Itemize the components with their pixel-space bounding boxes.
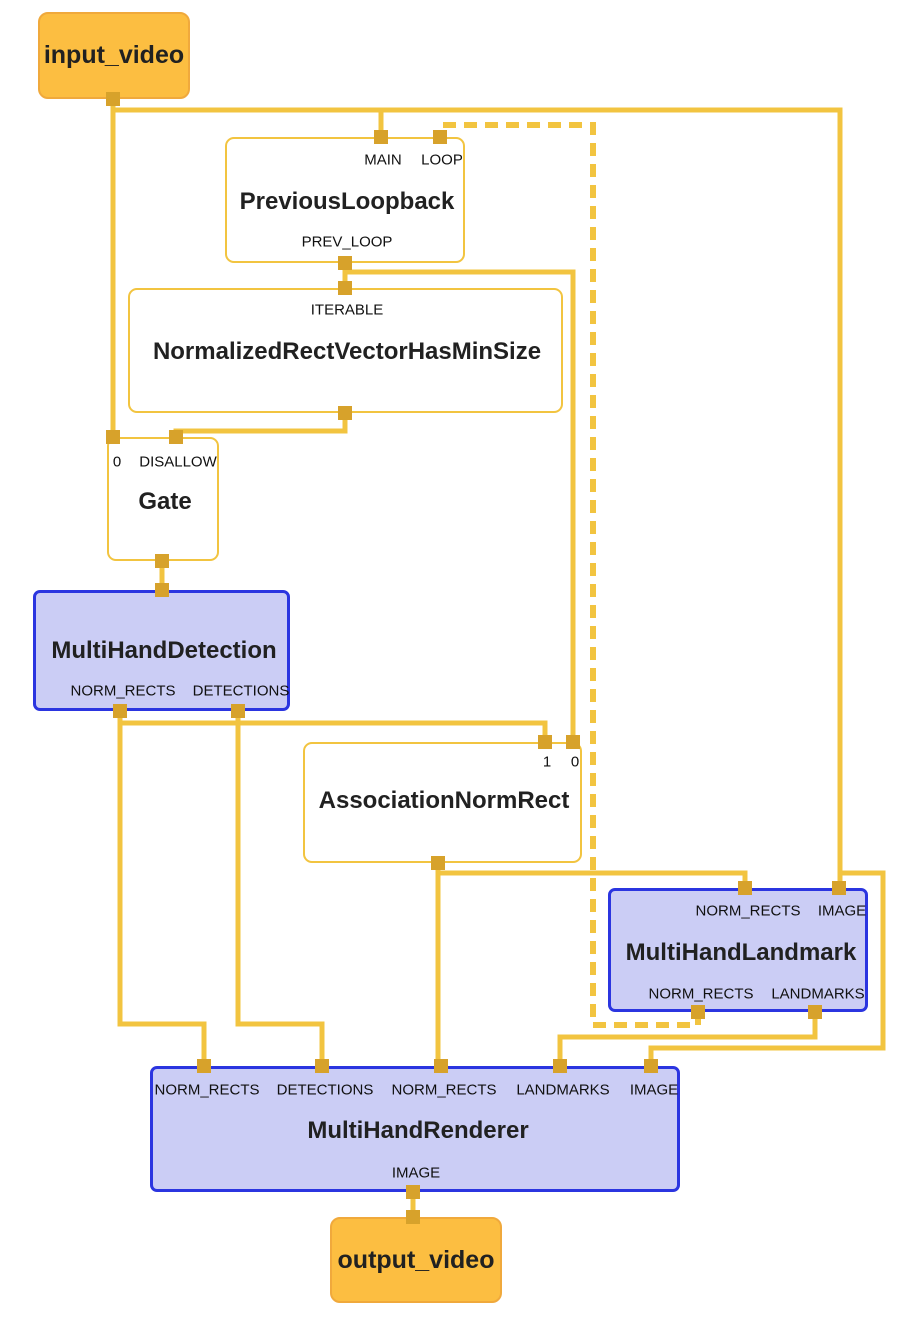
node-title-gate: Gate <box>138 488 192 515</box>
node-title-multi-hand-detection: MultiHandDetection <box>51 637 277 664</box>
node-output-video[interactable]: output_video <box>330 1217 502 1303</box>
port-association-1 <box>538 735 552 749</box>
port-label-landmark-image-in: IMAGE <box>817 902 867 920</box>
port-output-video-in <box>406 1210 420 1224</box>
node-gate[interactable]: 0 DISALLOW Gate <box>107 437 219 561</box>
node-previous-loopback[interactable]: MAIN LOOP PreviousLoopback PREV_LOOP <box>225 137 465 263</box>
port-loop <box>433 130 447 144</box>
port-label-renderer-detections: DETECTIONS <box>276 1081 374 1099</box>
port-landmark-norm-rects-out <box>691 1005 705 1019</box>
port-label-renderer-norm-rects-1: NORM_RECTS <box>154 1081 260 1099</box>
edge-minsize-to-disallow <box>173 413 348 437</box>
edge-detection-normrects-to-renderer <box>117 711 207 1066</box>
output-video-label: output_video <box>337 1245 495 1274</box>
port-landmark-image-in <box>832 881 846 895</box>
port-label-renderer-image-in: IMAGE <box>629 1081 679 1099</box>
port-gate-0 <box>106 430 120 444</box>
edge-landmark-landmarks-to-renderer <box>557 1012 818 1066</box>
port-renderer-landmarks <box>553 1059 567 1073</box>
port-label-landmark-landmarks-out: LANDMARKS <box>771 985 865 1003</box>
port-renderer-norm-rects-1 <box>197 1059 211 1073</box>
node-title-multi-hand-landmark: MultiHandLandmark <box>625 939 857 966</box>
port-gate-disallow <box>169 430 183 444</box>
edge-detection-normrects-to-association-1 <box>120 720 548 742</box>
port-label-loop: LOOP <box>421 151 463 169</box>
port-gate-out <box>155 554 169 568</box>
port-landmark-norm-rects-in <box>738 881 752 895</box>
port-renderer-norm-rects-2 <box>434 1059 448 1073</box>
port-renderer-detections <box>315 1059 329 1073</box>
port-iterable <box>338 281 352 295</box>
port-label-landmark-norm-rects-in: NORM_RECTS <box>695 902 801 920</box>
port-main <box>374 130 388 144</box>
edge-prev-loop-to-association-0 <box>345 269 576 742</box>
port-label-association-1: 1 <box>542 753 552 771</box>
node-title-previous-loopback: PreviousLoopback <box>239 188 455 215</box>
port-label-iterable: ITERABLE <box>310 301 384 319</box>
port-minsize-out <box>338 406 352 420</box>
port-label-gate-0: 0 <box>112 453 122 471</box>
port-association-0 <box>566 735 580 749</box>
port-label-landmark-norm-rects-out: NORM_RECTS <box>648 985 754 1003</box>
input-video-label: input_video <box>43 41 185 69</box>
port-renderer-image-out <box>406 1185 420 1199</box>
port-detection-in <box>155 583 169 597</box>
port-label-prev-loop: PREV_LOOP <box>301 233 393 251</box>
node-title-association-norm-rect: AssociationNormRect <box>318 787 570 814</box>
port-prev-loop <box>338 256 352 270</box>
edge-detection-detections-to-renderer <box>235 711 325 1066</box>
port-detection-detections-out <box>231 704 245 718</box>
node-title-multi-hand-renderer: MultiHandRenderer <box>307 1117 529 1144</box>
port-detection-norm-rects-out <box>113 704 127 718</box>
port-renderer-image-in <box>644 1059 658 1073</box>
node-input-video[interactable]: input_video <box>38 12 190 99</box>
port-label-renderer-norm-rects-2: NORM_RECTS <box>391 1081 497 1099</box>
port-label-renderer-landmarks: LANDMARKS <box>516 1081 610 1099</box>
node-title-normalized-rect-vector-has-min-size: NormalizedRectVectorHasMinSize <box>152 338 542 365</box>
node-multi-hand-landmark[interactable]: NORM_RECTS IMAGE MultiHandLandmark NORM_… <box>608 888 868 1012</box>
port-label-renderer-image-out: IMAGE <box>391 1164 441 1182</box>
port-landmark-landmarks-out <box>808 1005 822 1019</box>
port-association-out <box>431 856 445 870</box>
edge-input-video-top-run <box>113 107 843 888</box>
node-association-norm-rect[interactable]: 1 0 AssociationNormRect <box>303 742 582 863</box>
port-label-main: MAIN <box>364 151 402 169</box>
port-label-detection-detections: DETECTIONS <box>192 682 290 700</box>
node-normalized-rect-vector-has-min-size[interactable]: ITERABLE NormalizedRectVectorHasMinSize <box>128 288 563 413</box>
port-input-video-out <box>106 92 120 106</box>
node-multi-hand-renderer[interactable]: NORM_RECTS DETECTIONS NORM_RECTS LANDMAR… <box>150 1066 680 1192</box>
edge-landmark-normrects-to-loop <box>437 122 701 1028</box>
port-label-detection-norm-rects: NORM_RECTS <box>70 682 176 700</box>
port-label-disallow: DISALLOW <box>139 453 217 471</box>
port-label-association-0: 0 <box>570 753 580 771</box>
node-multi-hand-detection[interactable]: MultiHandDetection NORM_RECTS DETECTIONS <box>33 590 290 711</box>
edge-input-video-to-renderer-image <box>648 870 886 1066</box>
